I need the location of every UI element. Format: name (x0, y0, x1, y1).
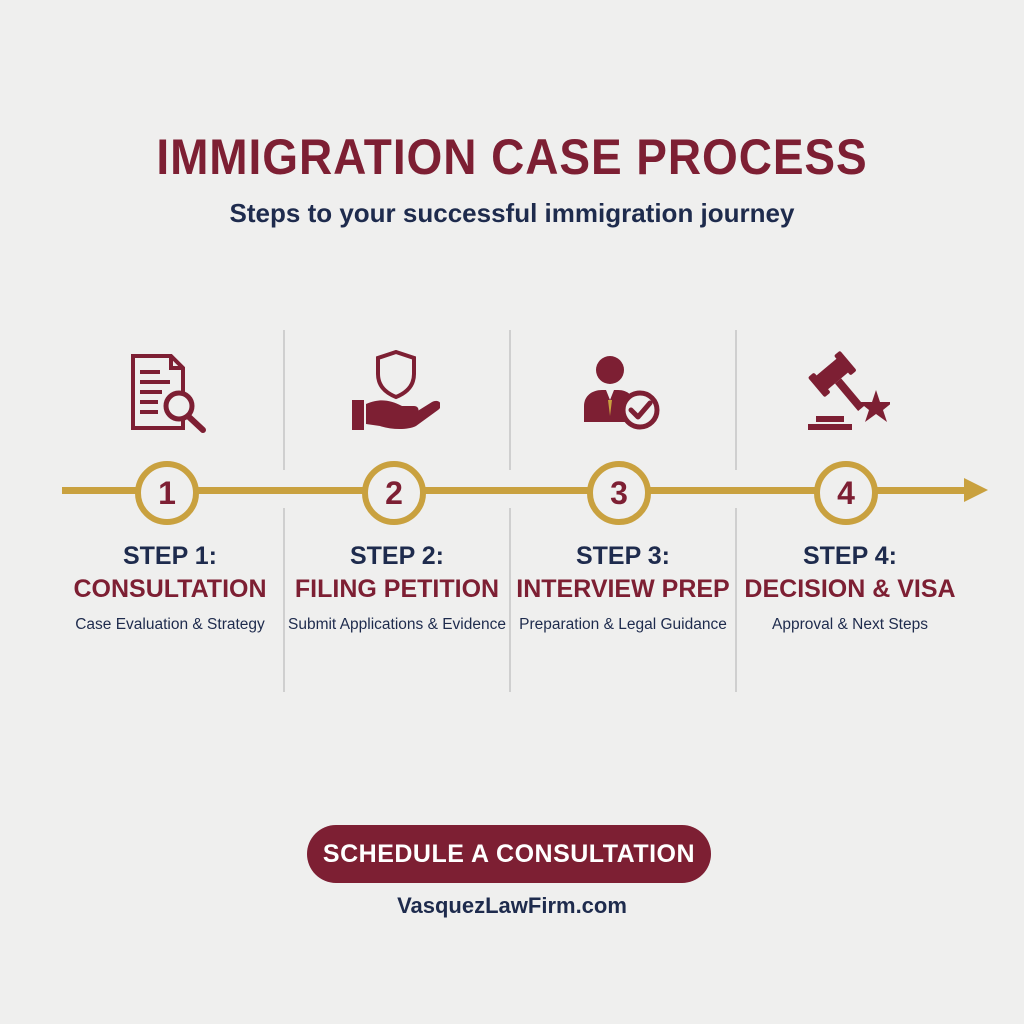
step-4: STEP 4: DECISION & VISA Approval & Next … (736, 540, 964, 634)
step-number-1: 1 (135, 461, 199, 525)
step-number-3: 3 (587, 461, 651, 525)
divider (735, 508, 737, 692)
step-name: INTERVIEW PREP (516, 575, 730, 603)
step-number-4: 4 (814, 461, 878, 525)
divider (283, 330, 285, 470)
hand-shield-icon (352, 350, 440, 430)
step-name: CONSULTATION (73, 575, 267, 603)
step-label: STEP 2: (349, 542, 445, 570)
page-title: IMMIGRATION CASE PROCESS (156, 129, 868, 185)
step-description: Submit Applications & Evidence (288, 616, 506, 633)
page-subtitle: Steps to your successful immigration jou… (229, 198, 795, 228)
step-label: STEP 3: (575, 542, 671, 570)
website-link[interactable]: VasquezLawFirm.com (397, 893, 627, 918)
step-label: STEP 4: (802, 542, 898, 570)
divider (735, 330, 737, 470)
step-number-2: 2 (362, 461, 426, 525)
step-1: STEP 1: CONSULTATION Case Evaluation & S… (56, 540, 284, 634)
step-label: STEP 1: (122, 542, 218, 570)
timeline-arrow-icon (964, 478, 988, 502)
step-2: STEP 2: FILING PETITION Submit Applicati… (283, 540, 511, 634)
step-description: Approval & Next Steps (772, 616, 928, 633)
schedule-consultation-button[interactable]: SCHEDULE A CONSULTATION (307, 825, 711, 883)
step-name: FILING PETITION (294, 575, 500, 603)
divider (283, 508, 285, 692)
gavel-star-icon (808, 351, 890, 430)
timeline-line (62, 487, 970, 494)
divider (509, 508, 511, 692)
document-search-icon (131, 354, 206, 433)
divider (509, 330, 511, 470)
step-description: Preparation & Legal Guidance (519, 616, 727, 633)
step-description: Case Evaluation & Strategy (75, 616, 265, 633)
person-check-icon (584, 356, 660, 430)
step-name: DECISION & VISA (744, 575, 956, 603)
step-3: STEP 3: INTERVIEW PREP Preparation & Leg… (509, 540, 737, 634)
